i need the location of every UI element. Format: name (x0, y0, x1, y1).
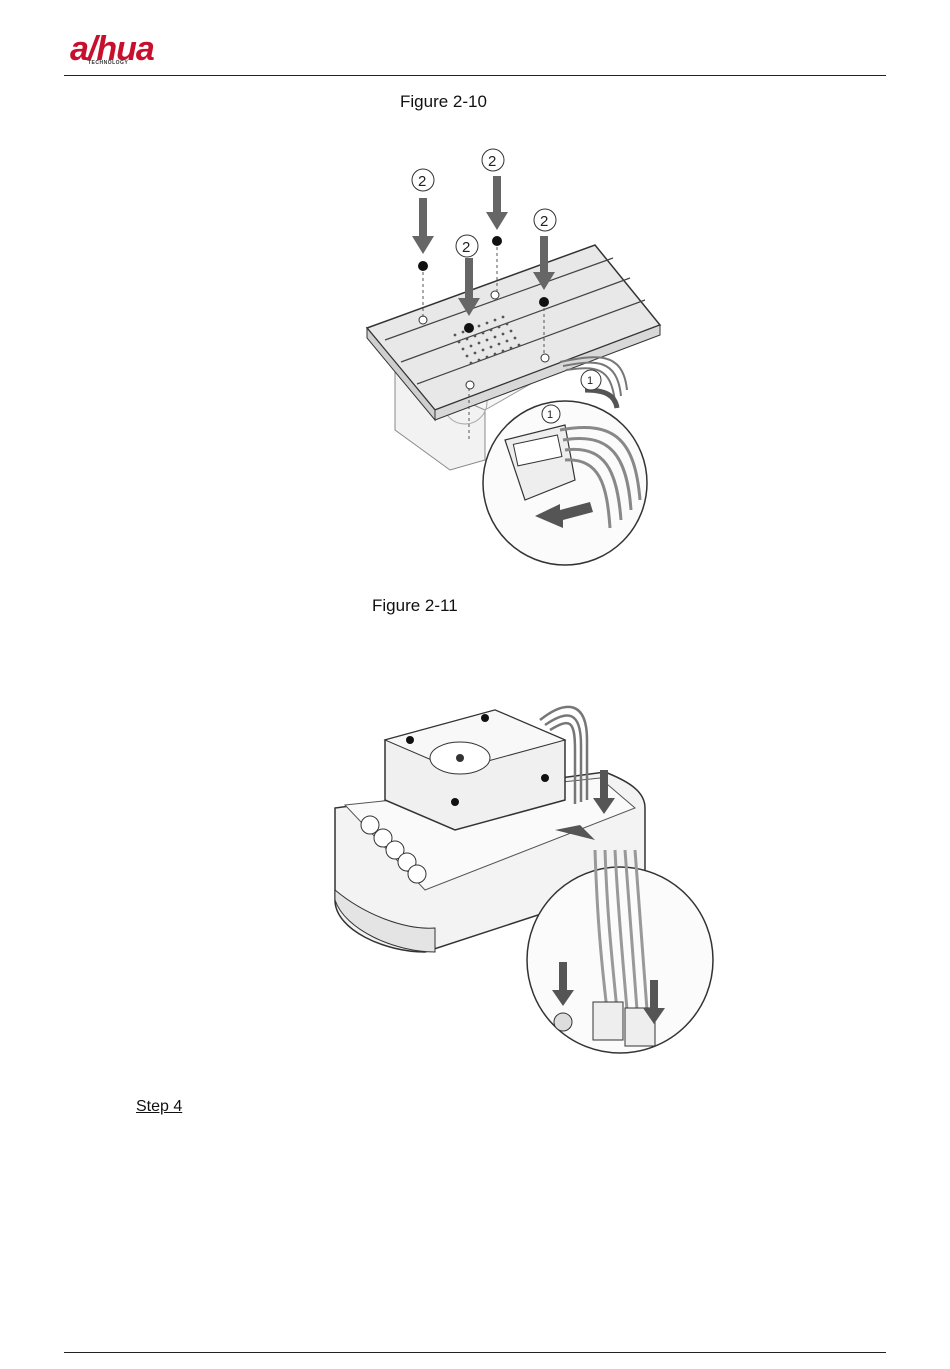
zoom-detail-circle: 1 (483, 401, 647, 565)
callout-label: 2 (462, 239, 470, 256)
header-rule (64, 75, 886, 76)
callout-label: 2 (488, 153, 496, 170)
callout-markers-2: 2 2 2 2 (412, 149, 556, 257)
figure-caption-2-11: Figure 2-11 (372, 596, 458, 616)
callout-label: 1 (547, 409, 553, 421)
callout-label: 2 (540, 213, 548, 230)
screw-icon (418, 261, 428, 271)
figure-2-11-illustration (325, 690, 725, 1060)
callout-label: 1 (587, 375, 593, 387)
figure-2-10-illustration: 2 2 2 2 1 (355, 140, 675, 570)
dahua-logo: a/hua TECHNOLOGY (70, 30, 190, 72)
callout-label: 2 (418, 173, 426, 190)
footer-rule (64, 1352, 886, 1353)
screw-icon (539, 297, 549, 307)
screw-icon (464, 323, 474, 333)
step-label: Step 4 (136, 1098, 182, 1116)
logo-subtext: TECHNOLOGY (88, 60, 128, 66)
screw-icon (492, 236, 502, 246)
figure-caption-2-10: Figure 2-10 (400, 92, 487, 112)
